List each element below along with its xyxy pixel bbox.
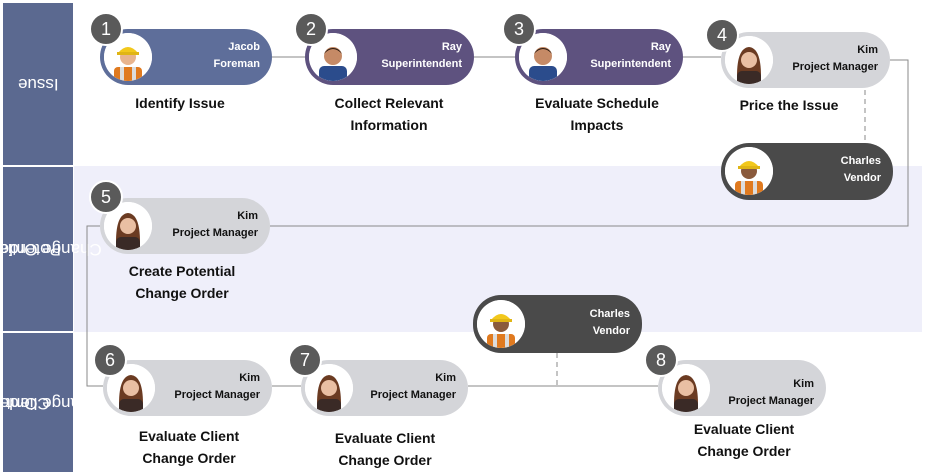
step-2-person: Ray Superintendent [381,39,462,73]
step-3-person: Ray Superintendent [590,39,671,73]
vendor-pill-top[interactable]: Charles Vendor [721,143,893,200]
step-7-role: Project Manager [370,389,456,401]
step-6-pill[interactable]: Kim Project Manager [103,360,272,416]
step-7-person: Kim Project Manager [370,370,456,404]
step-5-label: Create Potential Change Order [97,260,267,304]
step-4-name: Kim [857,44,878,56]
woman-icon [725,36,773,84]
worker-hardhat-icon [725,147,773,195]
step-7-label-line-1: Evaluate Client [334,430,436,446]
lane-label-issue: Issue [3,3,73,165]
step-5-label-line-2: Change Order [135,285,229,301]
step-3-badge: 3 [502,12,536,46]
step-4-label-line-1: Price the Issue [739,97,839,113]
step-6-label: Evaluate Client Change Order [104,425,274,469]
woman-icon [305,364,353,412]
step-8-person: Kim Project Manager [728,376,814,410]
worker-hardhat-icon [477,300,525,348]
step-3-name: Ray [650,41,671,53]
vendor-mid-role: Vendor [592,325,630,337]
step-1-label: Identify Issue [95,92,265,114]
step-4-person: Kim Project Manager [792,42,878,76]
step-1-badge: 1 [89,12,123,46]
step-3-pill[interactable]: Ray Superintendent [515,29,683,85]
step-7-label-line-2: Change Order [338,452,432,468]
step-8-label-line-2: Change Order [697,443,791,459]
step-7-pill[interactable]: Kim Project Manager [301,360,468,416]
man-shirt-icon [309,33,357,81]
step-2-label: Collect Relevant Information [304,92,474,136]
step-4-badge: 4 [705,18,739,52]
step-1-label-line-1: Identify Issue [135,95,225,111]
step-2-name: Ray [441,41,462,53]
vendor-top-name: Charles [840,155,881,167]
connector-5-6 [86,225,103,387]
step-2-pill[interactable]: Ray Superintendent [305,29,474,85]
step-7-badge: 7 [288,343,322,377]
step-4-pill[interactable]: Kim Project Manager [721,32,890,88]
step-5-pill[interactable]: Kim Project Manager [100,198,270,254]
woman-icon [662,364,710,412]
step-7-name: Kim [435,372,456,384]
step-2-role: Superintendent [381,58,462,70]
step-1-person: Jacob Foreman [214,39,260,73]
vendor-top-person: Charles Vendor [841,153,881,187]
step-8-label-line-1: Evaluate Client [693,421,795,437]
step-4-label: Price the Issue [704,94,874,116]
worker-hardhat-icon [104,33,152,81]
step-6-person: Kim Project Manager [174,370,260,404]
step-8-label: Evaluate Client Change Order [659,418,829,462]
step-6-label-line-2: Change Order [142,450,236,466]
step-2-label-line-2: Information [350,117,428,133]
step-6-label-line-1: Evaluate Client [138,428,240,444]
step-3-label-line-2: Impacts [570,117,624,133]
step-5-name: Kim [237,210,258,222]
step-5-role: Project Manager [172,227,258,239]
step-4-role: Project Manager [792,61,878,73]
vendor-top-role: Vendor [843,172,881,184]
step-8-name: Kim [793,378,814,390]
step-5-person: Kim Project Manager [172,208,258,242]
step-8-pill[interactable]: Kim Project Manager [658,360,826,416]
vendor-mid-name: Charles [589,308,630,320]
step-6-role: Project Manager [174,389,260,401]
step-1-pill[interactable]: Jacob Foreman [100,29,272,85]
step-7-label: Evaluate Client Change Order [300,427,470,471]
vendor-mid-person: Charles Vendor [590,306,630,340]
step-8-role: Project Manager [728,395,814,407]
lane-label-potential-change-order: Potential Change Order [0,167,102,331]
step-3-label: Evaluate Schedule Impacts [512,92,682,136]
step-8-badge: 8 [644,343,678,377]
vendor-pill-mid[interactable]: Charles Vendor [473,295,642,353]
step-1-name: Jacob [228,41,260,53]
step-1-role: Foreman [213,58,260,70]
step-2-label-line-1: Collect Relevant [334,95,444,111]
step-5-badge: 5 [89,180,123,214]
step-5-label-line-1: Create Potential [128,263,236,279]
step-3-label-line-1: Evaluate Schedule [535,95,659,111]
step-6-name: Kim [239,372,260,384]
step-2-badge: 2 [294,12,328,46]
lane-label-client-change-order: Client Change Order [0,333,102,472]
step-3-role: Superintendent [590,58,671,70]
connector-4-5 [270,59,909,227]
step-6-badge: 6 [93,343,127,377]
